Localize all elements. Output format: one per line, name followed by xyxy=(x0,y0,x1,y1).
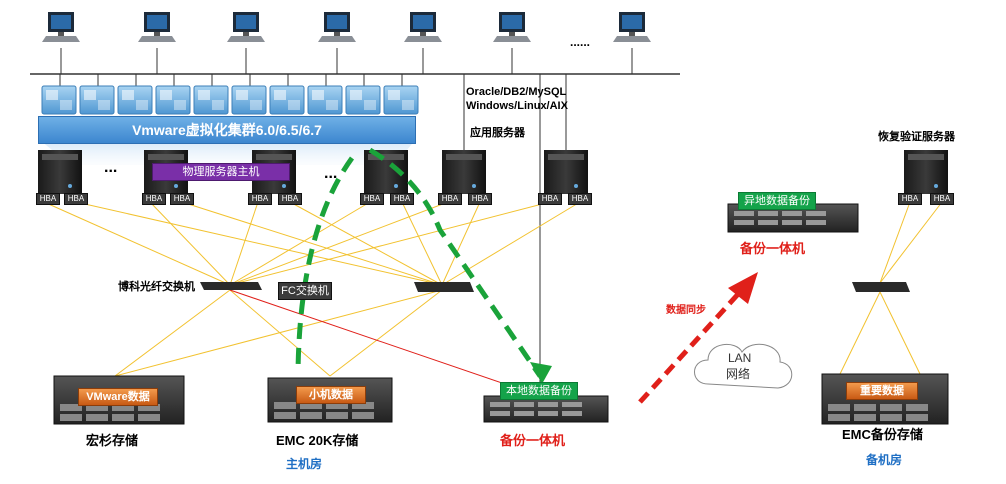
hba-tag: HBA xyxy=(64,193,88,205)
db-os-line2: Windows/Linux/AIX xyxy=(466,100,568,112)
fc-switch-tag: FC交换机 xyxy=(278,282,332,300)
hba-tag: HBA xyxy=(360,193,384,205)
emc20k-storage-label: EMC 20K存储 xyxy=(276,433,359,448)
hba-tag: HBA xyxy=(248,193,272,205)
cluster-banner: Vmware虚拟化集群6.0/6.5/6.7 xyxy=(38,116,416,144)
hba-tag: HBA xyxy=(36,193,60,205)
important-data-tag: 重要数据 xyxy=(846,382,918,400)
main-room-label: 主机房 xyxy=(286,457,323,471)
ellipsis: ... xyxy=(104,159,118,176)
hba-tag: HBA xyxy=(930,193,954,205)
restore-server-label: 恢复验证服务器 xyxy=(878,131,955,143)
sync-arrowhead xyxy=(728,272,758,304)
vmware-data-tag: VMware数据 xyxy=(78,388,158,406)
backup-room-label: 备机房 xyxy=(866,453,903,467)
minicomputer-data-tag: 小机数据 xyxy=(296,386,366,404)
hba-tag: HBA xyxy=(142,193,166,205)
ellipsis: ... xyxy=(324,165,338,182)
sync-arrow xyxy=(638,290,742,404)
lan-cloud xyxy=(694,343,793,389)
emc-backup-storage-label: EMC备份存储 xyxy=(842,427,923,442)
green-dashed-path-left xyxy=(295,156,355,373)
red-link xyxy=(229,289,541,397)
network-label: 网络 xyxy=(726,367,751,381)
hba-tag: HBA xyxy=(468,193,492,205)
hba-tag: HBA xyxy=(438,193,462,205)
cluster-fan xyxy=(40,140,415,165)
local-backup-tag: 本地数据备份 xyxy=(500,382,578,400)
fc-switches xyxy=(200,282,910,292)
green-dashed-path-right xyxy=(368,147,543,378)
hba-tag: HBA xyxy=(538,193,562,205)
physical-host-tag: 物理服务器主机 xyxy=(152,163,290,181)
lan-label: LAN xyxy=(728,351,752,365)
data-sync-label: 数据同步 xyxy=(666,305,706,316)
hongshan-storage-label: 宏杉存储 xyxy=(86,433,139,448)
hba-tag: HBA xyxy=(170,193,194,205)
app-server-label: 应用服务器 xyxy=(470,127,525,139)
db-os-line1: Oracle/DB2/MySQL xyxy=(466,86,567,98)
client-pc-icons xyxy=(42,12,651,42)
vm-icons xyxy=(41,85,419,115)
hba-tag: HBA xyxy=(390,193,414,205)
pc-ellipsis: ...... xyxy=(570,35,591,49)
hba-tag: HBA xyxy=(898,193,922,205)
hba-tag: HBA xyxy=(278,193,302,205)
remote-backup-label: 备份一体机 xyxy=(740,241,806,256)
fibre-links xyxy=(43,201,943,377)
brocade-switch-label: 博科光纤交换机 xyxy=(118,281,195,293)
local-backup-label: 备份一体机 xyxy=(500,433,566,448)
hba-tag: HBA xyxy=(568,193,592,205)
remote-backup-tag: 异地数据备份 xyxy=(738,192,816,210)
green-arrowhead xyxy=(530,362,552,384)
